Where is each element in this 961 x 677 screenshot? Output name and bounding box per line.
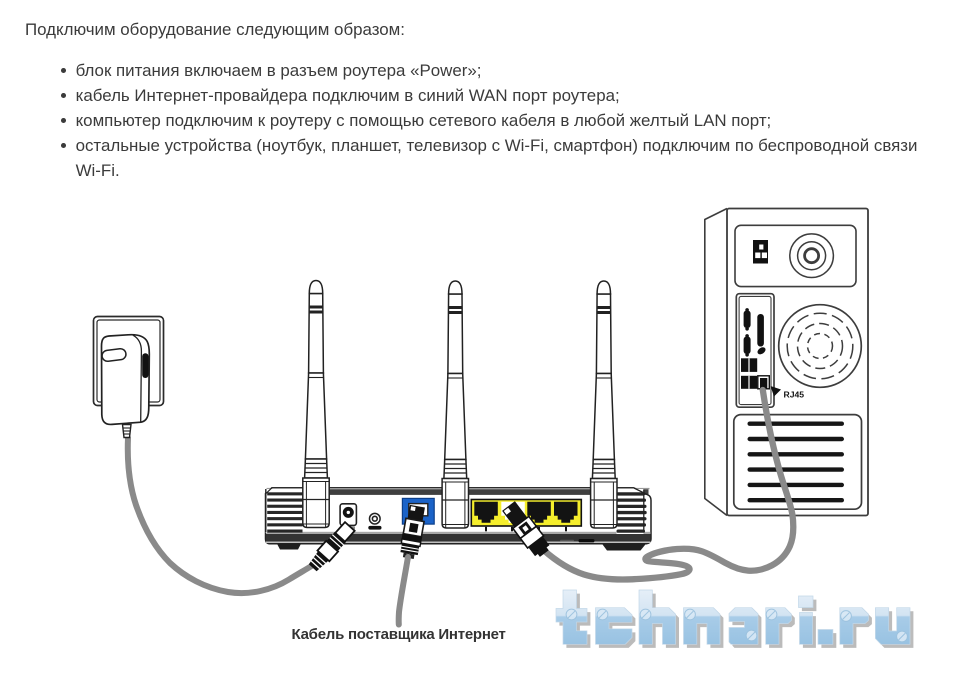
- svg-text:RJ45: RJ45: [784, 390, 805, 400]
